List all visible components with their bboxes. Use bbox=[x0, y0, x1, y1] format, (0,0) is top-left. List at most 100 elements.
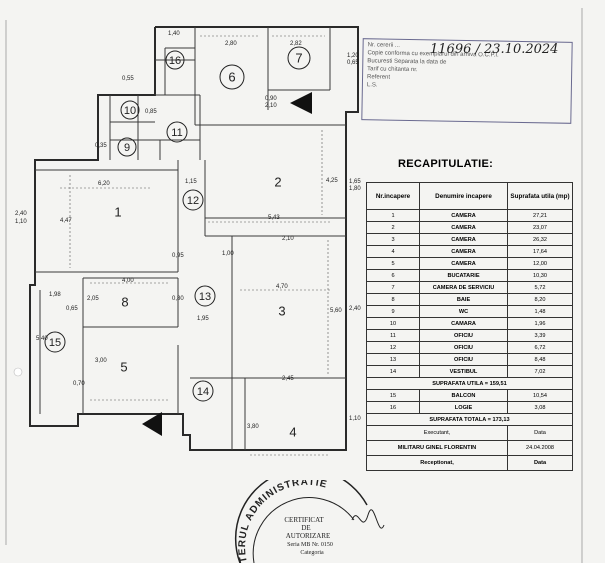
exterior-walls bbox=[29, 26, 359, 451]
authorization-seal: TERUL ADMINISTRATIE CERTIFICAT DE AUTORI… bbox=[234, 480, 368, 563]
table-cell: 26,32 bbox=[507, 233, 573, 246]
table-cell: 12 bbox=[366, 341, 420, 354]
table-cell: BALCON bbox=[419, 389, 508, 402]
dimension-lines bbox=[60, 35, 330, 456]
dim-label: 0,85 bbox=[145, 109, 157, 115]
table-cell: CAMERA bbox=[419, 233, 508, 246]
dim-label: 0,90 bbox=[265, 96, 277, 102]
recap-title: RECAPITULATIE: bbox=[398, 158, 494, 170]
seal-line: AUTORIZARE bbox=[286, 532, 331, 540]
table-cell: BAIE bbox=[419, 293, 508, 306]
room-16-circle bbox=[165, 50, 185, 70]
dim-label: 1,20 bbox=[347, 53, 359, 59]
room-7-label: 7 bbox=[295, 50, 302, 65]
dim-label: 2,45 bbox=[282, 376, 294, 382]
entry-arrow-icon bbox=[290, 92, 312, 114]
seal-line: CERTIFICAT bbox=[284, 516, 324, 524]
punch-hole bbox=[13, 367, 23, 377]
table-cell: 3,39 bbox=[507, 329, 573, 342]
dim-label: 1,40 bbox=[168, 31, 180, 37]
col-header: Suprafata utila (mp) bbox=[507, 182, 573, 210]
table-header-row: Nr.incapere Denumire incapere Suprafata … bbox=[366, 182, 573, 210]
dim-label: 0,65 bbox=[347, 60, 359, 66]
dim-label: 0,55 bbox=[122, 76, 134, 82]
table-cell: 6 bbox=[366, 269, 420, 282]
table-cell: 8 bbox=[366, 293, 420, 306]
seal-line: DE bbox=[301, 524, 310, 532]
table-cell: OFICIU bbox=[419, 353, 508, 366]
useful-total-row: SUPRAFATA UTILA = 159,51 bbox=[366, 377, 573, 390]
dim-label: 2,05 bbox=[87, 296, 99, 302]
dim-label: 4,25 bbox=[326, 178, 338, 184]
table-cell: 10 bbox=[366, 317, 420, 330]
table-cell: VESTIBUL bbox=[419, 365, 508, 378]
table-cell: Executant, bbox=[366, 425, 508, 441]
room-9-label: 9 bbox=[124, 142, 130, 154]
table-cell: SUPRAFATA UTILA = 159,51 bbox=[366, 377, 573, 390]
seal-line: Categoria bbox=[300, 550, 324, 556]
room-12-label: 12 bbox=[187, 195, 199, 207]
dim-label: 1,80 bbox=[349, 186, 361, 192]
table-cell: 3 bbox=[366, 233, 420, 246]
room-15-label: 15 bbox=[49, 337, 61, 349]
room-14-label: 14 bbox=[197, 386, 209, 398]
table-cell: CAMERA bbox=[419, 209, 508, 222]
room-10-label: 10 bbox=[124, 105, 136, 117]
dim-label: 3,80 bbox=[247, 424, 259, 430]
table-cell: 7,02 bbox=[507, 365, 573, 378]
dim-label: 1,10 bbox=[15, 219, 27, 225]
entry-arrow-icon bbox=[142, 412, 162, 436]
table-cell: 3,08 bbox=[507, 401, 573, 414]
table-cell: 5 bbox=[366, 257, 420, 270]
table-cell: 4 bbox=[366, 245, 420, 258]
table-cell: 2 bbox=[366, 221, 420, 234]
room-11-circle bbox=[166, 121, 188, 143]
room-10-circle bbox=[120, 100, 140, 120]
dim-label: 2,80 bbox=[225, 41, 237, 47]
room-3-label: 3 bbox=[278, 303, 285, 318]
table-cell: OFICIU bbox=[419, 341, 508, 354]
dimension-labels: 6,20 4,47 2,40 1,10 2,80 2,82 1,40 1,20 … bbox=[15, 31, 361, 430]
table-cell: CAMERA bbox=[419, 257, 508, 270]
table-cell: OFICIU bbox=[419, 329, 508, 342]
received-row: Receptionat,Data bbox=[366, 455, 573, 471]
room-1-label: 1 bbox=[114, 204, 121, 219]
seal-line: Seria MB Nr. 0150 bbox=[287, 542, 333, 548]
table-cell: 8,20 bbox=[507, 293, 573, 306]
table-cell: MILITARU GINEL FLORENTIN bbox=[366, 440, 508, 456]
dim-label: 1,98 bbox=[49, 292, 61, 298]
dim-label: 2,82 bbox=[290, 41, 302, 47]
table-cell: 9 bbox=[366, 305, 420, 318]
table-cell: 1,96 bbox=[507, 317, 573, 330]
table-cell: 7 bbox=[366, 281, 420, 294]
dim-label: 4,47 bbox=[60, 218, 72, 224]
table-cell: 10,54 bbox=[507, 389, 573, 402]
table-cell: CAMERA bbox=[419, 245, 508, 258]
table-cell: 12,00 bbox=[507, 257, 573, 270]
grand-total-row: SUPRAFATA TOTALA = 173,13 bbox=[366, 413, 573, 426]
table-cell: SUPRAFATA TOTALA = 173,13 bbox=[366, 413, 573, 426]
dim-label: 0,95 bbox=[172, 253, 184, 259]
dim-label: 3,00 bbox=[95, 358, 107, 364]
signature-scribble bbox=[351, 509, 385, 529]
table-cell: Data bbox=[507, 455, 573, 471]
dim-label: 0,35 bbox=[95, 143, 107, 149]
table-cell: 27,21 bbox=[507, 209, 573, 222]
table-cell: 1,48 bbox=[507, 305, 573, 318]
table-cell: 1 bbox=[366, 209, 420, 222]
room-8-label: 8 bbox=[121, 294, 128, 309]
table-cell: 16 bbox=[366, 401, 420, 414]
